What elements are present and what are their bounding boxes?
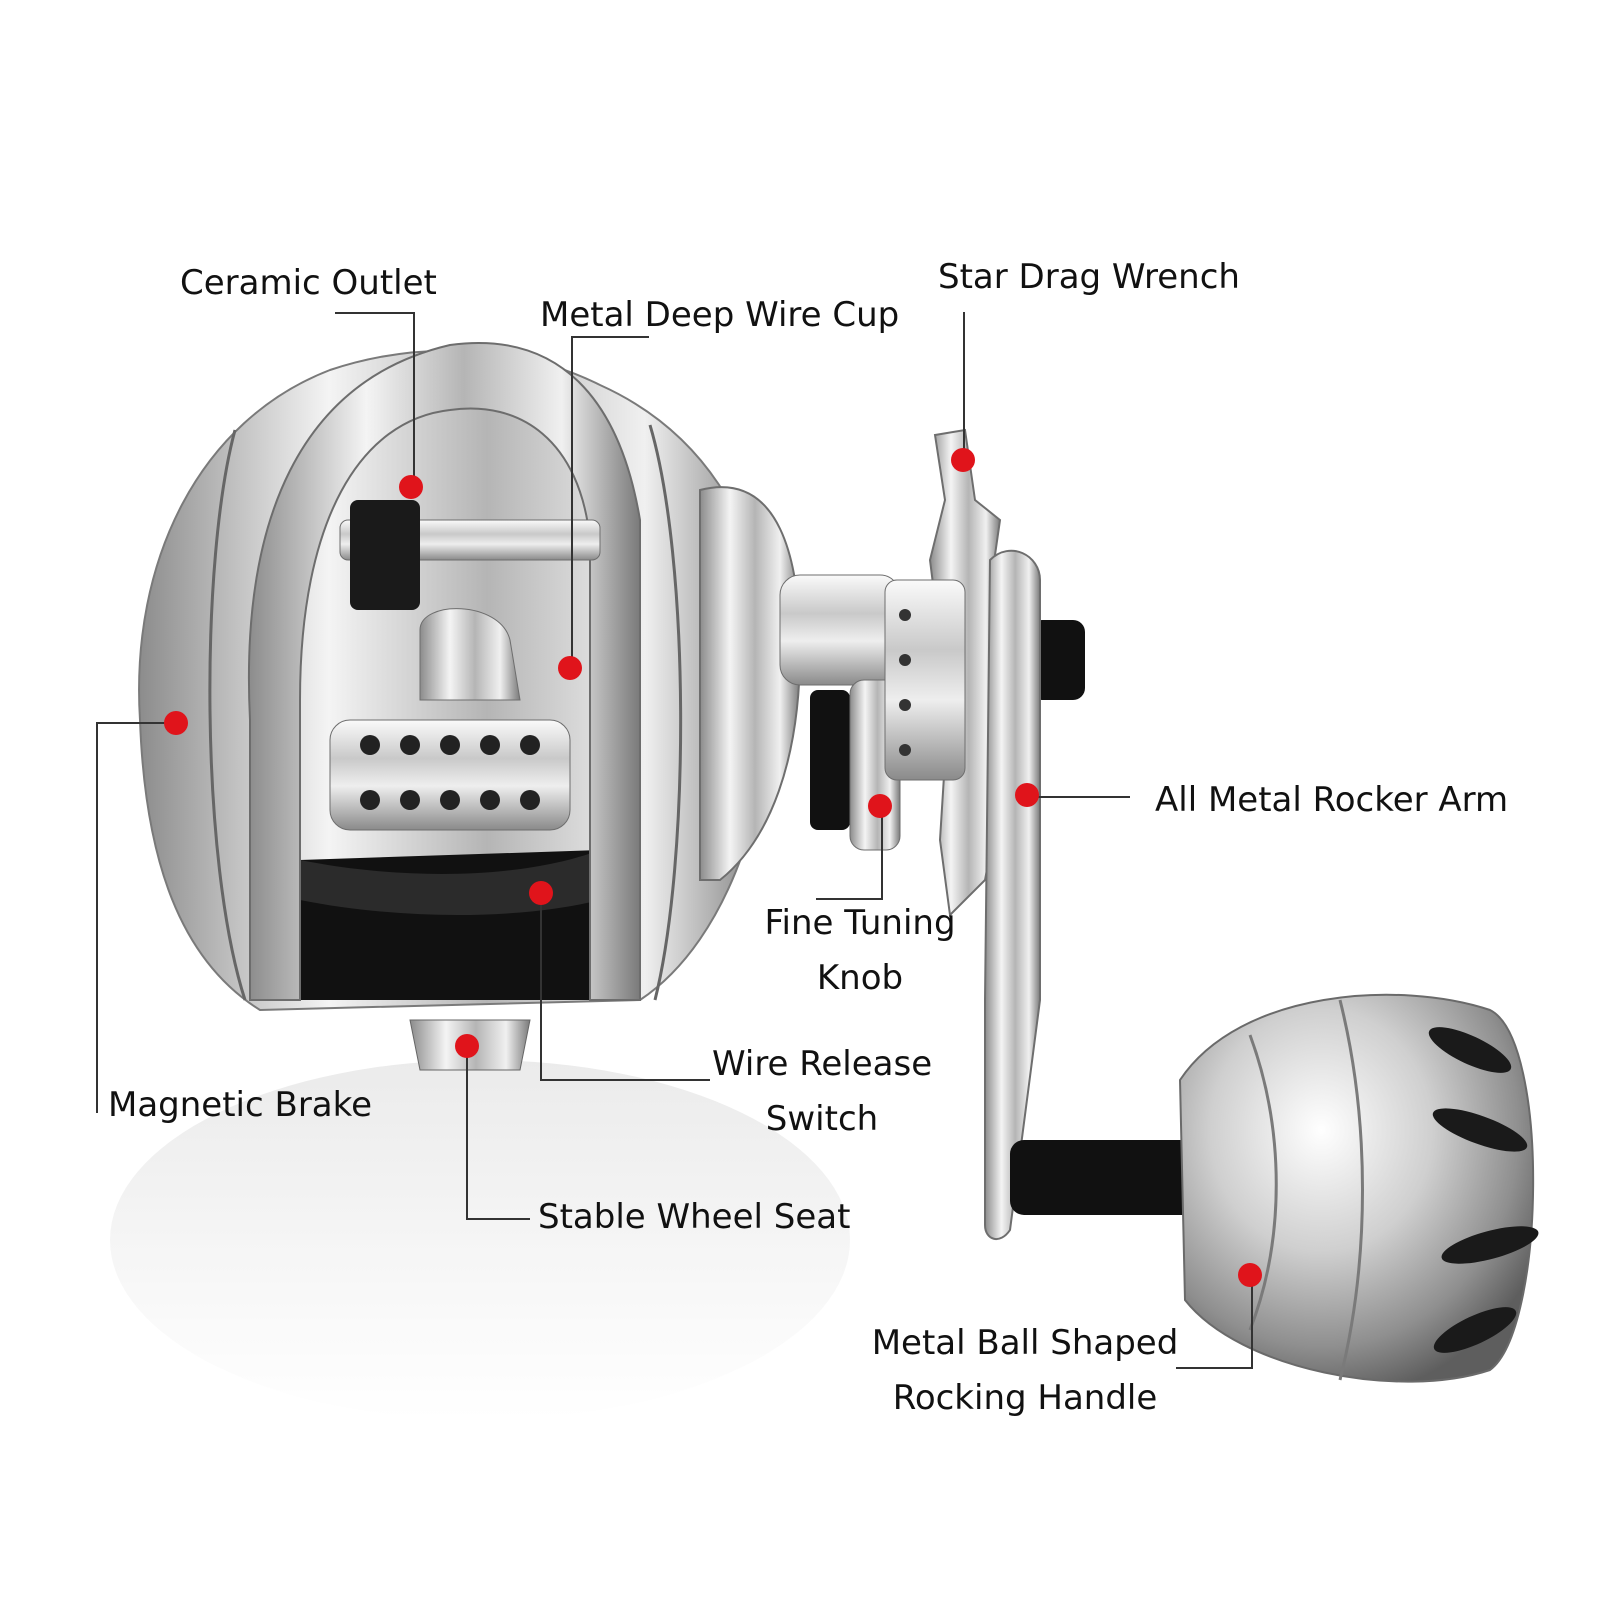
label-wire-release-switch-line2: Switch xyxy=(765,1099,879,1139)
label-fine-tuning-knob: Fine Tuning Knob xyxy=(760,896,960,1006)
leader-lines xyxy=(96,312,1253,1369)
leader-metal-ball-handle xyxy=(1176,1275,1253,1369)
leader-fine-tuning-knob xyxy=(816,808,883,900)
leader-stable-wheel-seat xyxy=(466,1046,530,1220)
marker-ceramic-outlet xyxy=(399,475,423,499)
label-star-drag-wrench: Star Drag Wrench xyxy=(938,257,1240,297)
marker-metal-deep-wire-cup xyxy=(558,656,582,680)
label-all-metal-rocker-arm: All Metal Rocker Arm xyxy=(1155,780,1509,820)
gear-housing xyxy=(699,486,901,881)
leader-ceramic-outlet xyxy=(335,312,415,487)
marker-fine-tuning-knob xyxy=(868,794,892,818)
label-ceramic-outlet: Ceramic Outlet xyxy=(180,263,437,303)
label-metal-ball-handle-line1: Metal Ball Shaped xyxy=(871,1323,1179,1363)
handle-shape xyxy=(1010,993,1539,1383)
star-drag-shape xyxy=(884,428,1085,918)
label-magnetic-brake: Magnetic Brake xyxy=(108,1085,373,1125)
leader-metal-deep-wire-cup xyxy=(571,336,649,668)
reel-body xyxy=(138,342,773,1071)
reel-reflection xyxy=(110,1060,850,1420)
label-metal-ball-handle-line2: Rocking Handle xyxy=(892,1378,1158,1418)
label-wire-release-switch-line1: Wire Release xyxy=(712,1044,933,1084)
leader-wire-release-switch xyxy=(540,895,710,1081)
marker-wire-release-switch xyxy=(529,881,553,905)
label-metal-deep-wire-cup: Metal Deep Wire Cup xyxy=(540,295,900,335)
rocker-arm-shape xyxy=(984,549,1041,1240)
marker-star-drag-wrench xyxy=(951,448,975,472)
label-fine-tuning-knob-line1: Fine Tuning xyxy=(764,903,956,943)
marker-stable-wheel-seat xyxy=(455,1034,479,1058)
label-stable-wheel-seat: Stable Wheel Seat xyxy=(538,1197,851,1237)
leader-magnetic-brake xyxy=(96,722,174,1113)
marker-metal-ball-handle xyxy=(1238,1263,1262,1287)
label-fine-tuning-knob-line2: Knob xyxy=(816,958,904,998)
marker-all-metal-rocker-arm xyxy=(1015,783,1039,807)
label-wire-release-switch: Wire Release Switch xyxy=(712,1037,932,1147)
markers xyxy=(164,448,1262,1287)
marker-magnetic-brake xyxy=(164,711,188,735)
label-metal-ball-handle: Metal Ball Shaped Rocking Handle xyxy=(870,1316,1180,1426)
